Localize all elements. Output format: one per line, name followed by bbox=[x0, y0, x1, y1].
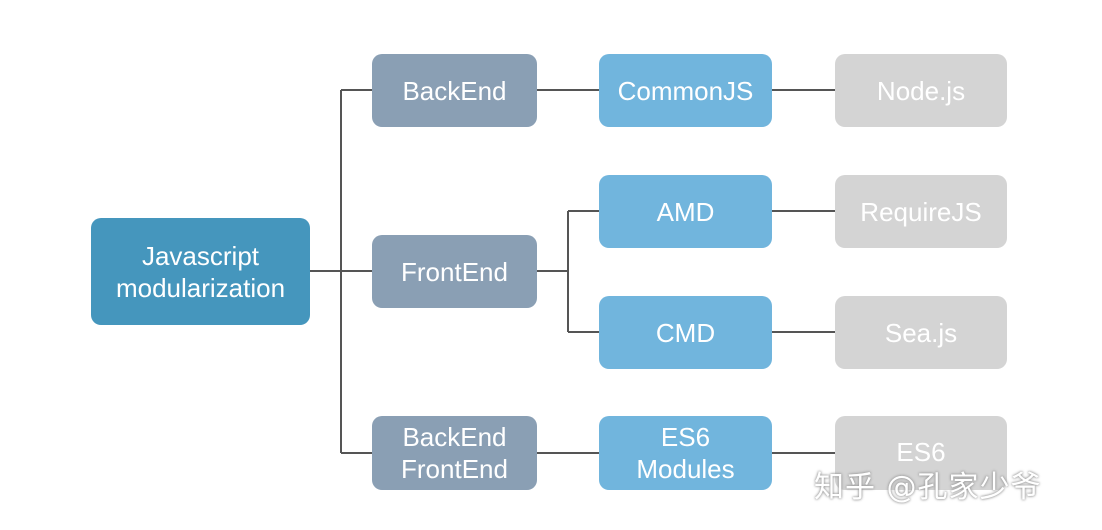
watermark-text: 知乎 @孔家少爷 bbox=[814, 470, 1042, 505]
es6-impl-label: ES6 bbox=[896, 437, 946, 467]
commonjs-label: CommonJS bbox=[617, 75, 754, 106]
es6-modules-label-line1: ES6 bbox=[660, 422, 711, 452]
backend-node: BackEnd bbox=[372, 54, 537, 127]
backend-label: BackEnd bbox=[402, 75, 507, 106]
cmd-node: CMD bbox=[599, 296, 772, 369]
root-node: Javascript modularization bbox=[91, 218, 310, 325]
es6-modules-label-line2: Modules bbox=[636, 454, 735, 484]
es6-impl-node: ES6 bbox=[835, 416, 1007, 490]
requirejs-label: RequireJS bbox=[860, 196, 982, 227]
es6-modules-node: ES6 Modules bbox=[599, 416, 772, 490]
frontend-label: FrontEnd bbox=[401, 256, 508, 287]
frontend-node: FrontEnd bbox=[372, 235, 537, 308]
seajs-node: Sea.js bbox=[835, 296, 1007, 369]
backend-frontend-label-line2: FrontEnd bbox=[401, 454, 508, 484]
backend-frontend-label-line1: BackEnd bbox=[402, 422, 507, 452]
cmd-label: CMD bbox=[655, 317, 716, 348]
seajs-label: Sea.js bbox=[884, 317, 958, 348]
amd-label: AMD bbox=[656, 196, 715, 227]
root-label-line2: modularization bbox=[115, 272, 286, 303]
commonjs-node: CommonJS bbox=[599, 54, 772, 127]
amd-node: AMD bbox=[599, 175, 772, 248]
nodejs-label: Node.js bbox=[876, 75, 966, 106]
requirejs-node: RequireJS bbox=[835, 175, 1007, 248]
root-label-line1: Javascript bbox=[141, 240, 260, 271]
nodejs-node: Node.js bbox=[835, 54, 1007, 127]
backend-frontend-node: BackEnd FrontEnd bbox=[372, 416, 537, 490]
